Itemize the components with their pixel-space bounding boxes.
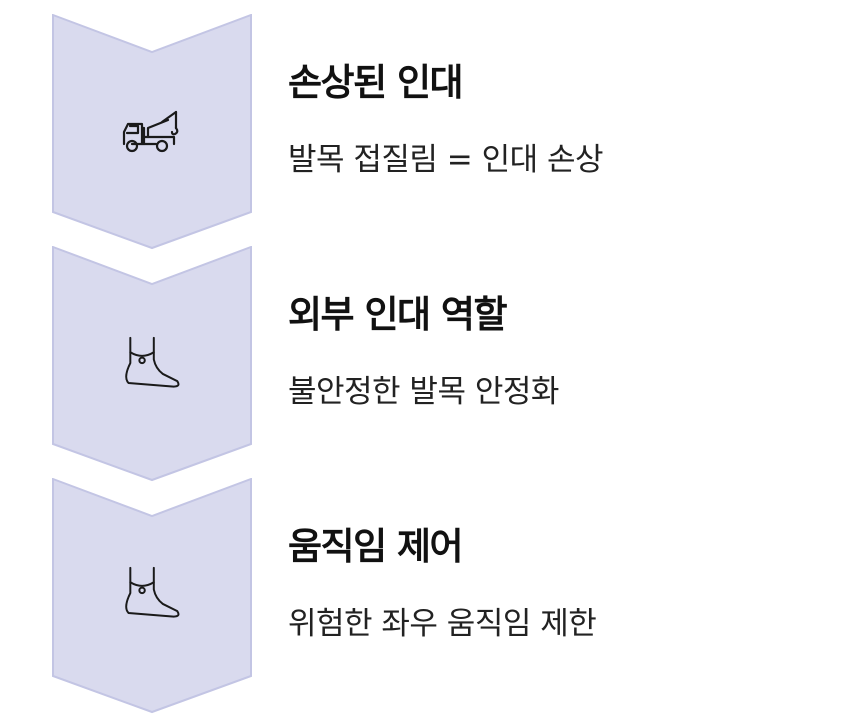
step-title: 움직임 제어: [288, 525, 464, 568]
tow-truck-icon: [122, 110, 179, 153]
chevron-shape: [52, 14, 252, 250]
step-description: 발목 접질림 = 인대 손상: [288, 142, 604, 178]
step-3: 움직임 제어 위험한 좌우 움직임 제한: [0, 464, 862, 714]
chevron-shape: [52, 246, 252, 482]
chevron-shape: [52, 478, 252, 714]
ankle-bracelet-foot-icon: [125, 566, 180, 618]
step-title: 외부 인대 역할: [288, 293, 508, 336]
step-title: 손상된 인대: [288, 61, 464, 104]
step-1: 손상된 인대 발목 접질림 = 인대 손상: [0, 0, 862, 250]
step-description: 불안정한 발목 안정화: [288, 374, 559, 410]
ankle-bracelet-foot-icon: [125, 336, 180, 388]
step-description: 위험한 좌우 움직임 제한: [288, 606, 597, 642]
step-2: 외부 인대 역할 불안정한 발목 안정화: [0, 232, 862, 482]
